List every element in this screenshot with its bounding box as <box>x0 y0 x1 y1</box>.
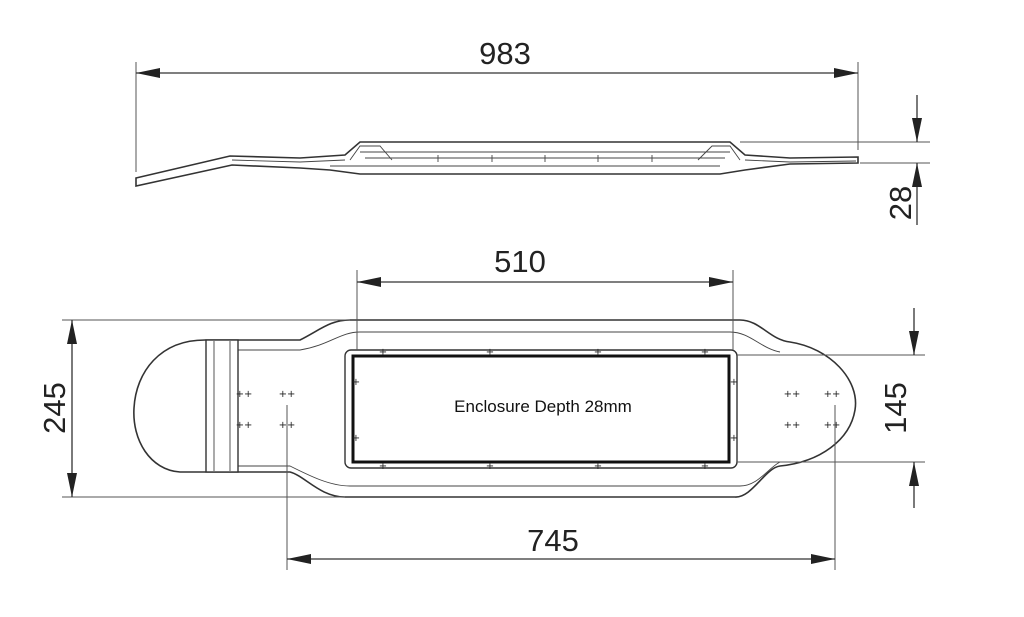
svg-text:++: ++ <box>279 389 296 400</box>
dimension-overall-length: 983 <box>135 36 859 172</box>
svg-text:+: + <box>701 461 709 472</box>
svg-text:+: + <box>379 347 387 358</box>
enclosure-width-label: 145 <box>878 382 913 434</box>
right-truck-holes: ++ ++ ++ ++ <box>784 389 841 431</box>
nose-block <box>205 339 239 473</box>
enclosure-length-label: 510 <box>494 244 546 279</box>
enclosure-depth-note: Enclosure Depth 28mm <box>454 397 632 416</box>
svg-text:++: ++ <box>784 420 801 431</box>
side-view-board-outline <box>135 141 859 187</box>
dimension-enclosure-height: 28 <box>740 95 930 225</box>
svg-text:++: ++ <box>784 389 801 400</box>
enclosure-screws: + + + + + + + + + + + + <box>352 347 738 472</box>
svg-text:+: + <box>594 347 602 358</box>
svg-text:++: ++ <box>236 420 253 431</box>
svg-text:+: + <box>701 347 709 358</box>
side-view-screws <box>437 155 653 162</box>
svg-text:+: + <box>379 461 387 472</box>
svg-text:+: + <box>352 377 360 388</box>
svg-text:+: + <box>486 461 494 472</box>
overall-length-label: 983 <box>479 36 531 71</box>
svg-text:+: + <box>486 347 494 358</box>
overall-width-label: 245 <box>37 382 72 434</box>
dimension-overall-width: 245 <box>37 319 350 498</box>
enclosure-inner <box>351 354 731 464</box>
dimension-hole-spacing: 745 <box>286 405 836 570</box>
svg-text:++: ++ <box>824 389 841 400</box>
svg-text:+: + <box>730 433 738 444</box>
side-view <box>135 141 859 187</box>
enclosure-height-label: 28 <box>883 186 918 220</box>
svg-text:++: ++ <box>824 420 841 431</box>
svg-text:+: + <box>594 461 602 472</box>
svg-text:++: ++ <box>236 389 253 400</box>
dimension-enclosure-width: 145 <box>737 308 925 508</box>
top-view: + + + + + + + + + + + + Enclosure Depth … <box>133 319 857 498</box>
hole-spacing-label: 745 <box>527 523 579 558</box>
svg-text:+: + <box>352 433 360 444</box>
dimension-enclosure-length: 510 <box>356 244 734 350</box>
svg-text:+: + <box>730 377 738 388</box>
